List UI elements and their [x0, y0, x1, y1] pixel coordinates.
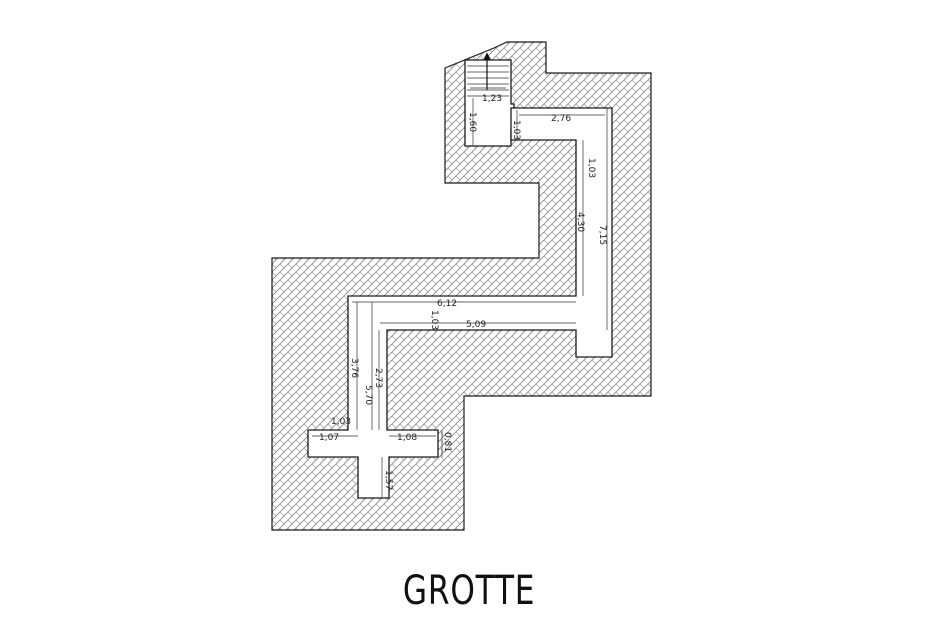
dim-label: 3,76 — [349, 358, 359, 378]
dim-label: 1,03 — [331, 417, 351, 427]
dim-label: 1,07 — [319, 433, 339, 443]
dim-label: 7,15 — [597, 225, 607, 245]
dim-label: 1,03 — [586, 158, 596, 178]
dim-label: 0,81 — [442, 432, 452, 452]
dim-label: 1,57 — [383, 470, 393, 490]
dim-label: 5,70 — [363, 385, 373, 405]
dim-label: 1,03 — [429, 310, 439, 330]
dim-label: 2,73 — [373, 368, 383, 388]
dimension-labels: 1,23 1,60 1,03 2,76 1,03 4,30 7,15 6,12 … — [319, 94, 607, 490]
dim-label: 6,12 — [437, 299, 457, 309]
dim-label: 5,09 — [466, 320, 486, 330]
dimension-lines — [312, 87, 608, 498]
dim-label: 2,76 — [551, 114, 571, 124]
dim-label: 1,60 — [467, 112, 477, 132]
stair — [467, 65, 509, 97]
dim-label: 1,23 — [482, 94, 502, 104]
dim-label: 1,08 — [397, 433, 417, 443]
corridor — [307, 59, 613, 499]
dim-label: 4,30 — [575, 212, 585, 232]
plan-title: GROTTE — [402, 568, 536, 614]
dim-label: 1,03 — [511, 120, 521, 140]
